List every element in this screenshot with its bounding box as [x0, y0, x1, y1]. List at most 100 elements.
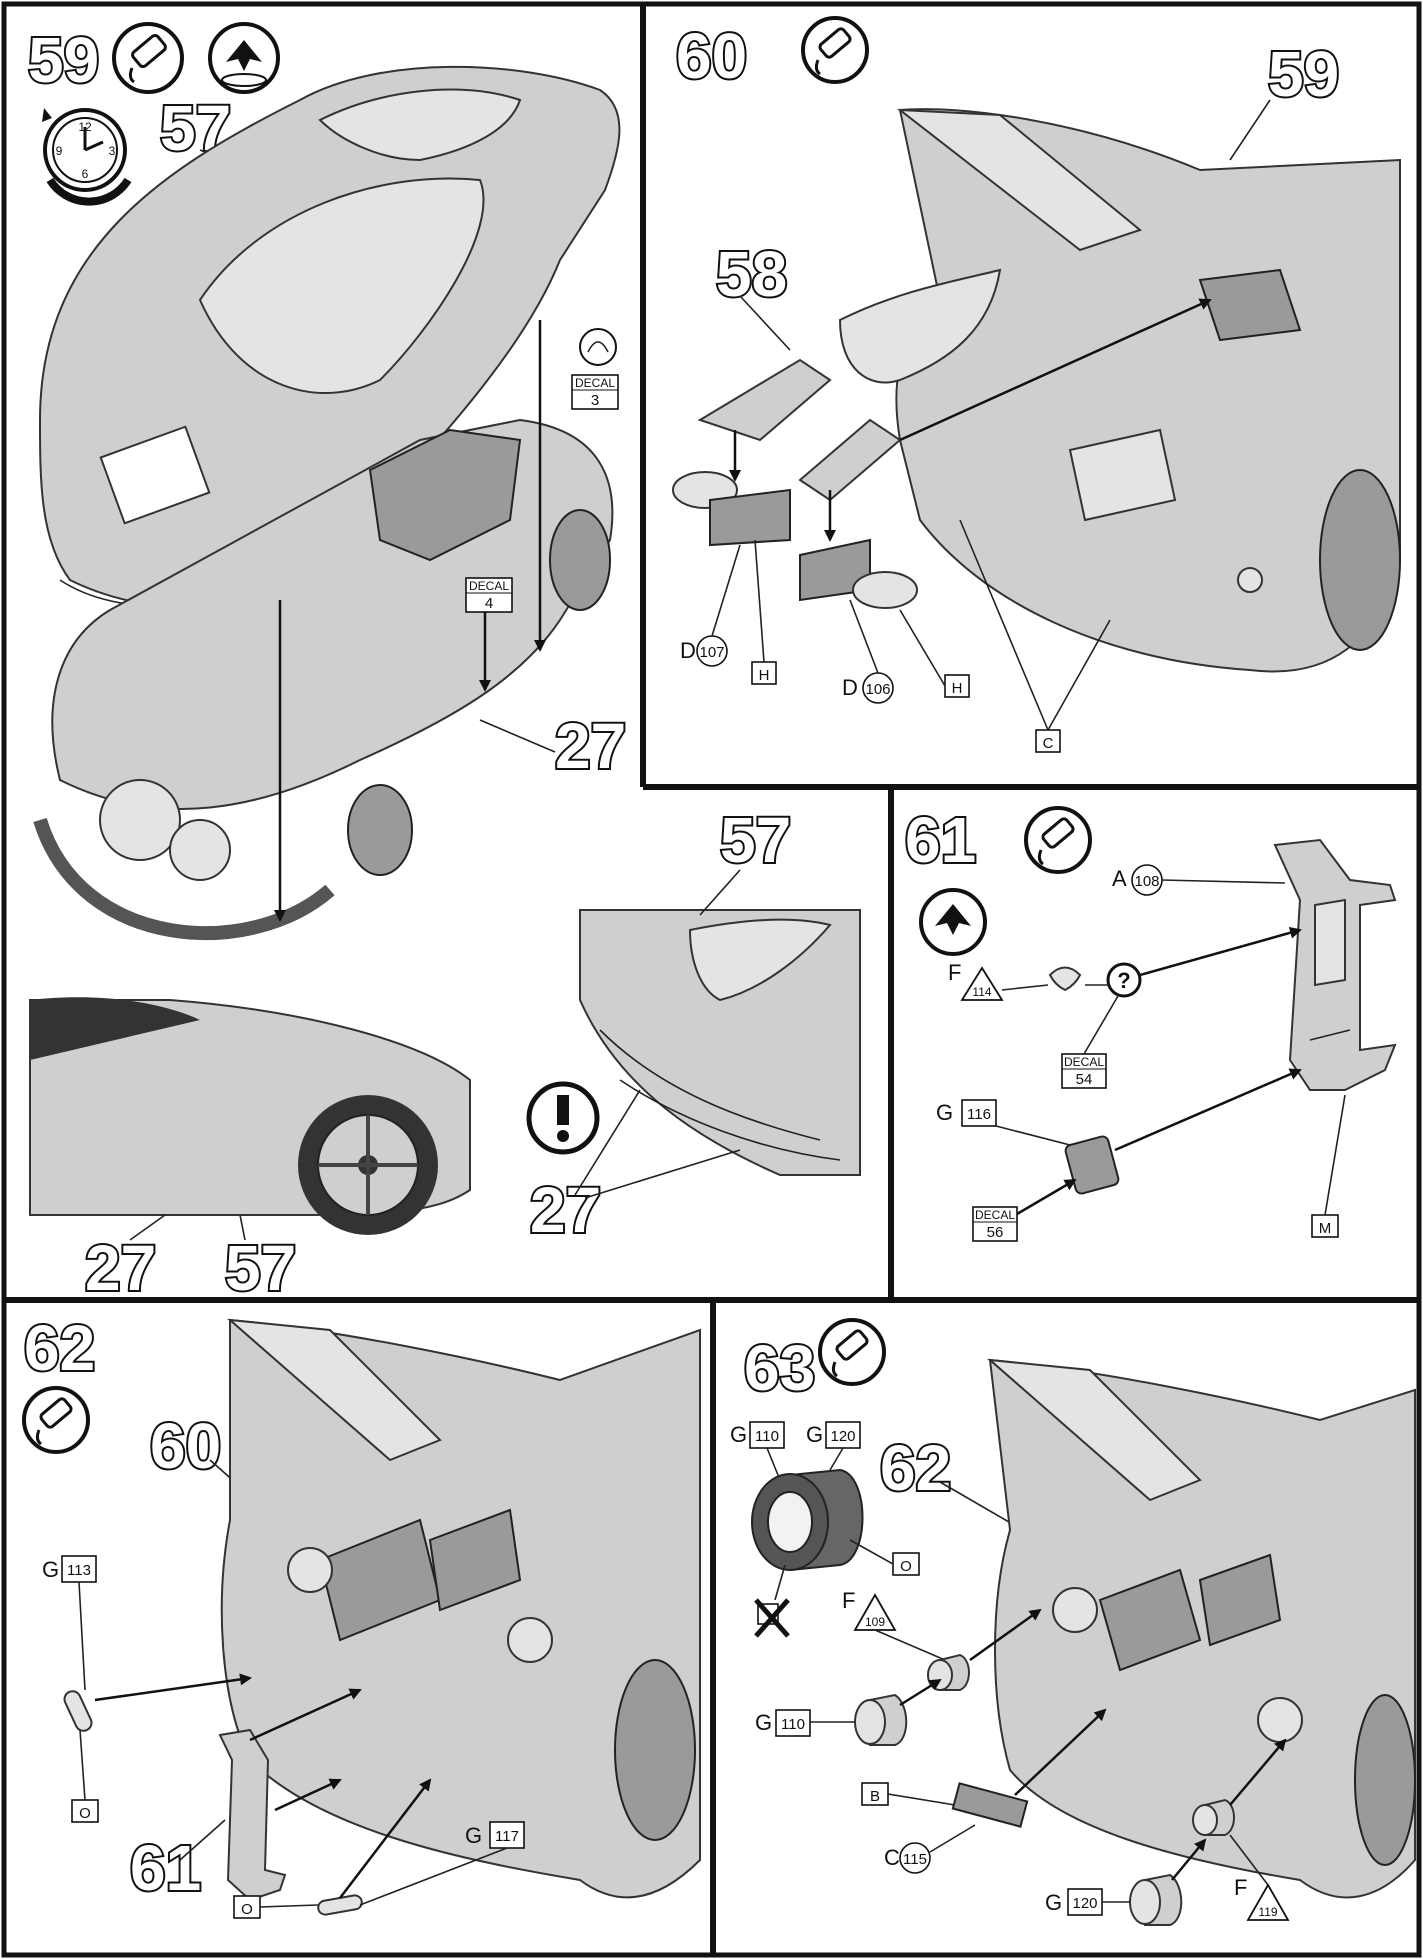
svg-text:107: 107	[699, 644, 724, 661]
decal-3: DECAL 3	[571, 328, 619, 410]
drying-clock-icon: 12 3 6 9	[42, 108, 132, 206]
step-number-61: 61	[905, 804, 976, 876]
svg-text:D: D	[680, 638, 696, 663]
rear-assembly-63	[986, 1358, 1416, 1899]
svg-text:G: G	[42, 1557, 59, 1582]
plate-115	[951, 1782, 1029, 1828]
label-b: B	[861, 1782, 956, 1806]
detail-side-view	[29, 997, 471, 1235]
svg-text:C: C	[1043, 735, 1054, 752]
svg-text:G: G	[465, 1823, 482, 1848]
light-117	[317, 1894, 363, 1916]
svg-text:G: G	[755, 1710, 772, 1735]
tailpipe-107	[672, 471, 791, 547]
label-f109: F 109	[842, 1588, 946, 1661]
step-number-63: 63	[744, 1332, 815, 1404]
horse-emblem-114	[1048, 966, 1082, 992]
step-number-62: 62	[24, 1312, 95, 1384]
glue-icon	[112, 22, 184, 94]
label-m: M	[1311, 1094, 1346, 1238]
svg-text:G: G	[730, 1422, 747, 1447]
clock-num-3: 3	[109, 144, 116, 158]
tip-110-left	[854, 1693, 908, 1746]
svg-text:?: ?	[1117, 968, 1130, 993]
step-62: 62 60 G 113 O	[22, 1310, 701, 1919]
label-g113: G 113	[42, 1555, 97, 1691]
svg-text:119: 119	[1258, 1905, 1277, 1919]
svg-text:115: 115	[903, 1851, 927, 1868]
svg-text:B: B	[870, 1788, 880, 1805]
callout-61-bumper: 61	[130, 1832, 201, 1904]
svg-text:H: H	[759, 667, 770, 684]
rear-body-assembly	[895, 108, 1401, 673]
callout-27-detail-left: 27	[85, 1232, 156, 1304]
rear-bumper-108	[1273, 838, 1397, 1091]
glue-icon	[1024, 806, 1092, 874]
svg-text:F: F	[948, 960, 961, 985]
label-f119: F 119	[1229, 1834, 1290, 1921]
glue-icon	[801, 16, 869, 84]
svg-text:O: O	[241, 1901, 253, 1918]
callout-58-exhaust: 58	[716, 238, 787, 310]
svg-text:DECAL: DECAL	[1064, 1055, 1104, 1069]
tip-119-right	[1192, 1798, 1235, 1836]
step-59: 59 12 3 6 9 57	[26, 22, 861, 1306]
clock-num-6: 6	[82, 167, 89, 181]
plate-116	[1064, 1135, 1120, 1195]
label-c: C	[959, 519, 1111, 753]
step-61: 61 A 108 ? F 114	[903, 802, 1397, 1242]
label-c115: C 115	[884, 1824, 976, 1874]
exhaust-part-58	[697, 268, 1002, 502]
svg-text:106: 106	[865, 681, 890, 698]
step-number-60: 60	[676, 20, 747, 92]
label-d107: D 107	[680, 544, 741, 667]
decal-56: DECAL 56	[972, 1178, 1077, 1242]
svg-text:120: 120	[1072, 1895, 1097, 1912]
svg-text:110: 110	[755, 1428, 779, 1445]
label-g117: G 117	[359, 1821, 525, 1906]
svg-text:108: 108	[1134, 873, 1159, 890]
caution-icon	[526, 1081, 600, 1155]
svg-text:56: 56	[987, 1224, 1004, 1241]
label-g120b: G 120	[1045, 1888, 1130, 1916]
svg-text:113: 113	[67, 1562, 91, 1579]
paint-icon	[919, 888, 987, 956]
bumper-part-61	[218, 1728, 287, 1902]
label-o63: O	[849, 1539, 920, 1576]
step-63: 63 62 G 110 G 120	[730, 1318, 1416, 1926]
callout-57-detail-left: 57	[225, 1232, 296, 1304]
callout-57-detail-right: 57	[720, 804, 791, 876]
car-body-57	[38, 65, 621, 609]
svg-text:C: C	[884, 1845, 900, 1870]
svg-text:H: H	[952, 680, 963, 697]
label-g110a: G 110	[730, 1421, 785, 1481]
svg-text:G: G	[936, 1100, 953, 1125]
decal-3-num: 3	[591, 392, 599, 409]
chassis-27	[33, 418, 614, 940]
paint-icon	[208, 22, 280, 94]
tailpipe-example	[751, 1468, 864, 1572]
glue-icon	[22, 1386, 90, 1454]
tailpipe-106	[799, 538, 918, 609]
step-60: 60 59 58	[672, 16, 1401, 753]
rear-assembly-62	[220, 1318, 701, 1899]
svg-text:F: F	[1234, 1875, 1247, 1900]
svg-text:D: D	[842, 675, 858, 700]
tip-120-right	[1129, 1873, 1183, 1926]
label-h1: H	[751, 539, 777, 685]
decal-3-title: DECAL	[575, 376, 615, 390]
callout-27-detail-right: 27	[530, 1174, 601, 1246]
glue-icon	[818, 1318, 886, 1386]
callout-27-chassis: 27	[555, 710, 626, 782]
callout-62-assembly: 62	[880, 1432, 951, 1504]
detail-rear-view	[579, 909, 861, 1176]
label-d106: D 106	[842, 599, 894, 704]
question-icon: ?	[1106, 962, 1142, 998]
svg-text:DECAL: DECAL	[975, 1208, 1015, 1222]
step-number-59: 59	[28, 24, 99, 96]
svg-text:109: 109	[865, 1615, 885, 1629]
label-o1: O	[71, 1729, 99, 1823]
svg-text:110: 110	[781, 1716, 805, 1733]
decal-4-title: DECAL	[469, 579, 509, 593]
